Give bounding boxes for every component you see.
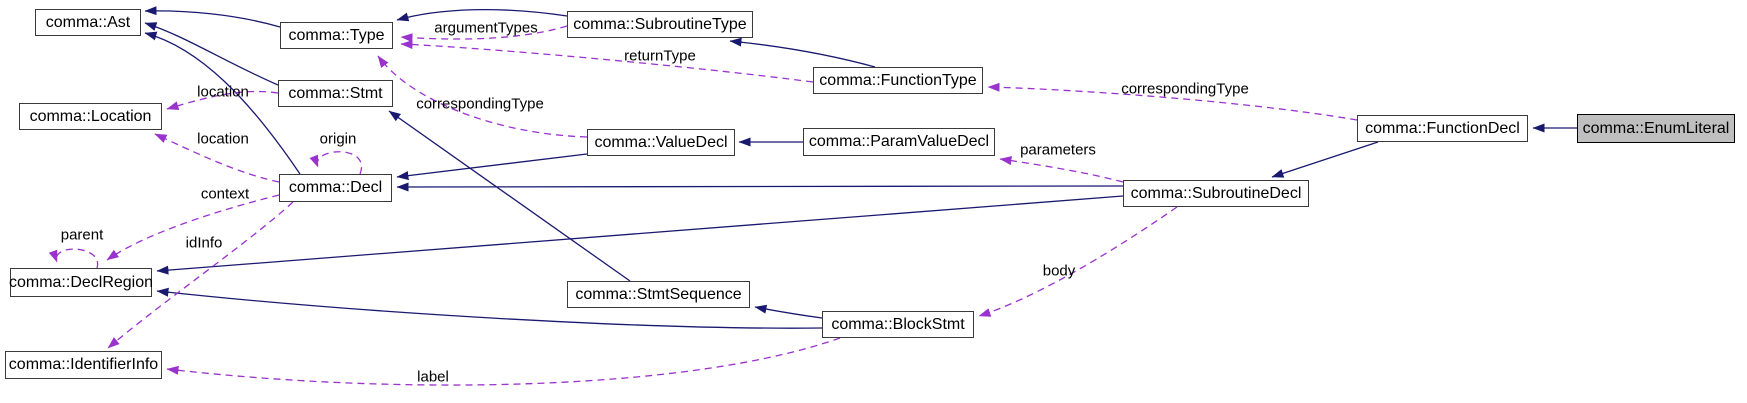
edge-functiondecl-uses-functiontype-correspondingtype (987, 82, 1358, 121)
edge-subroutinedecl-inherits-decl (396, 182, 1124, 192)
node-comma-identifierinfo[interactable]: comma::IdentifierInfo (5, 351, 162, 379)
edge-valuedecl-uses-type-correspondingtype (377, 55, 588, 138)
edge-label-location-stmt: location (197, 83, 249, 101)
edge-decl-uses-identifierinfo-idinfo (107, 201, 294, 349)
edge-label-idinfo: idInfo (185, 234, 223, 252)
node-comma-type[interactable]: comma::Type (280, 22, 393, 49)
edge-subroutinetype-uses-type-argumenttypes (400, 25, 568, 43)
edge-blockstmt-inherits-declregion (156, 287, 823, 329)
edge-label-correspondingtype-fn: correspondingType (1121, 80, 1249, 98)
node-comma-paramvaluedecl[interactable]: comma::ParamValueDecl (803, 128, 995, 156)
edge-label-parameters: parameters (1020, 141, 1096, 159)
edge-functiontype-inherits-subroutinetype (729, 37, 876, 68)
node-comma-stmt[interactable]: comma::Stmt (278, 80, 393, 107)
edge-stmt-inherits-ast (144, 22, 279, 86)
node-comma-functiontype[interactable]: comma::FunctionType (813, 67, 983, 94)
edge-decl-self-origin (309, 151, 363, 175)
node-comma-blockstmt[interactable]: comma::BlockStmt (822, 311, 974, 338)
edge-blockstmt-inherits-stmtsequence (754, 304, 823, 319)
node-comma-declregion[interactable]: comma::DeclRegion (9, 268, 153, 297)
edge-label-label: label (417, 368, 449, 386)
edge-label-location-decl: location (197, 130, 249, 148)
edge-label-parent: parent (60, 226, 104, 244)
edge-subroutinedecl-uses-paramvaluedecl-parameters (999, 156, 1124, 183)
edge-label-argumenttypes: argumentTypes (434, 19, 538, 37)
edge-stmtsequence-inherits-stmt (388, 110, 631, 282)
node-comma-ast[interactable]: comma::Ast (35, 9, 141, 36)
edge-functiondecl-inherits-subroutinedecl (1271, 141, 1379, 178)
node-comma-functiondecl[interactable]: comma::FunctionDecl (1357, 115, 1528, 142)
edge-subroutinetype-inherits-type (396, 8, 568, 22)
edge-blockstmt-uses-identifierinfo-label (166, 337, 841, 386)
node-comma-decl[interactable]: comma::Decl (279, 174, 392, 202)
edge-decl-inherits-ast (144, 31, 301, 175)
edge-label-returntype: returnType (624, 47, 696, 65)
edge-subroutinedecl-inherits-declregion (156, 195, 1124, 275)
edge-type-inherits-ast (144, 6, 281, 28)
node-comma-subroutinedecl[interactable]: comma::SubroutineDecl (1123, 180, 1309, 207)
edge-decl-uses-declregion-context (106, 194, 280, 261)
node-comma-valuedecl[interactable]: comma::ValueDecl (587, 129, 735, 156)
edge-label-context: context (200, 185, 250, 203)
edge-declregion-self-parent (48, 248, 99, 269)
node-comma-subroutinetype[interactable]: comma::SubroutineType (567, 11, 753, 38)
edge-decl-uses-location (154, 133, 280, 183)
node-comma-stmtsequence[interactable]: comma::StmtSequence (567, 281, 750, 308)
edge-valuedecl-inherits-decl (396, 153, 588, 181)
edge-stmt-uses-location (166, 90, 279, 110)
node-comma-enumliteral: comma::EnumLiteral (1577, 114, 1735, 143)
node-comma-location[interactable]: comma::Location (19, 103, 162, 130)
edge-label-origin: origin (319, 130, 357, 148)
edge-subroutinedecl-uses-blockstmt-body (978, 206, 1178, 317)
edge-label-correspondingtype-value: correspondingType (416, 95, 544, 113)
edge-label-body: body (1042, 262, 1076, 280)
edge-functiontype-uses-type-returntype (400, 40, 814, 83)
